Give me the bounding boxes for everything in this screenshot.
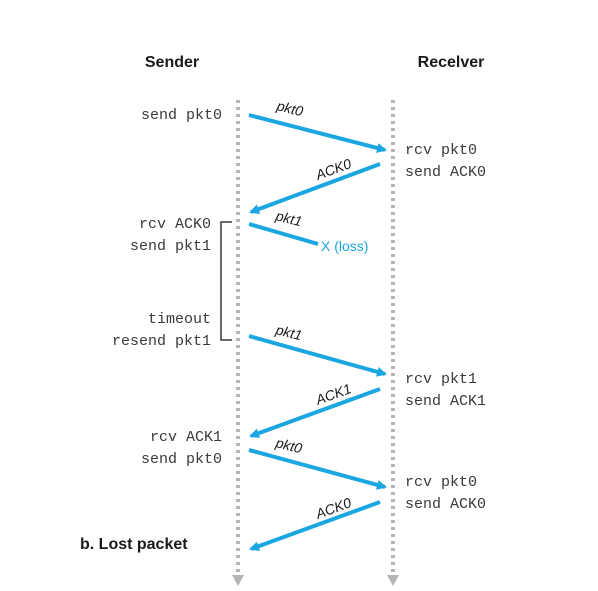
sender-event: send pkt0: [141, 107, 222, 124]
arrow-ack0: [249, 162, 381, 214]
message-label: ACK1: [313, 380, 354, 408]
message-label: pkt1: [273, 321, 304, 343]
loss-label: X (loss): [321, 238, 368, 254]
sender-event: rcv ACK1: [150, 429, 222, 446]
sender-event: resend pkt1: [112, 333, 211, 350]
arrow-ack1: [249, 387, 381, 438]
sender-timeline-arrowhead: [232, 575, 244, 586]
message-label: ACK0: [313, 155, 354, 183]
timeout-bracket: [220, 221, 232, 341]
arrow-pkt0: [248, 113, 387, 153]
message-label: pkt1: [273, 207, 304, 229]
receiver-event: rcv pkt0: [405, 142, 477, 159]
receiver-event: send ACK0: [405, 164, 486, 181]
sender-event: timeout: [148, 311, 211, 328]
arrow-pkt0-second: [248, 448, 387, 490]
receiver-event: send ACK0: [405, 496, 486, 513]
receiver-event: rcv pkt1: [405, 371, 477, 388]
arrow-pkt1-lost: [248, 222, 319, 246]
arrow-ack0-second: [249, 500, 381, 551]
message-label: pkt0: [273, 434, 304, 456]
sender-event: rcv ACK0: [139, 216, 211, 233]
receiver-header: Recelver: [418, 54, 485, 71]
arrow-pkt1-resend: [248, 334, 387, 377]
sender-header: Sender: [145, 54, 199, 71]
message-label: pkt0: [274, 97, 305, 119]
sender-event: send pkt1: [130, 238, 211, 255]
diagram-caption: b. Lost packet: [80, 536, 188, 553]
receiver-event: rcv pkt0: [405, 474, 477, 491]
receiver-timeline-arrowhead: [387, 575, 399, 586]
receiver-event: send ACK1: [405, 393, 486, 410]
sender-event: send pkt0: [141, 451, 222, 468]
